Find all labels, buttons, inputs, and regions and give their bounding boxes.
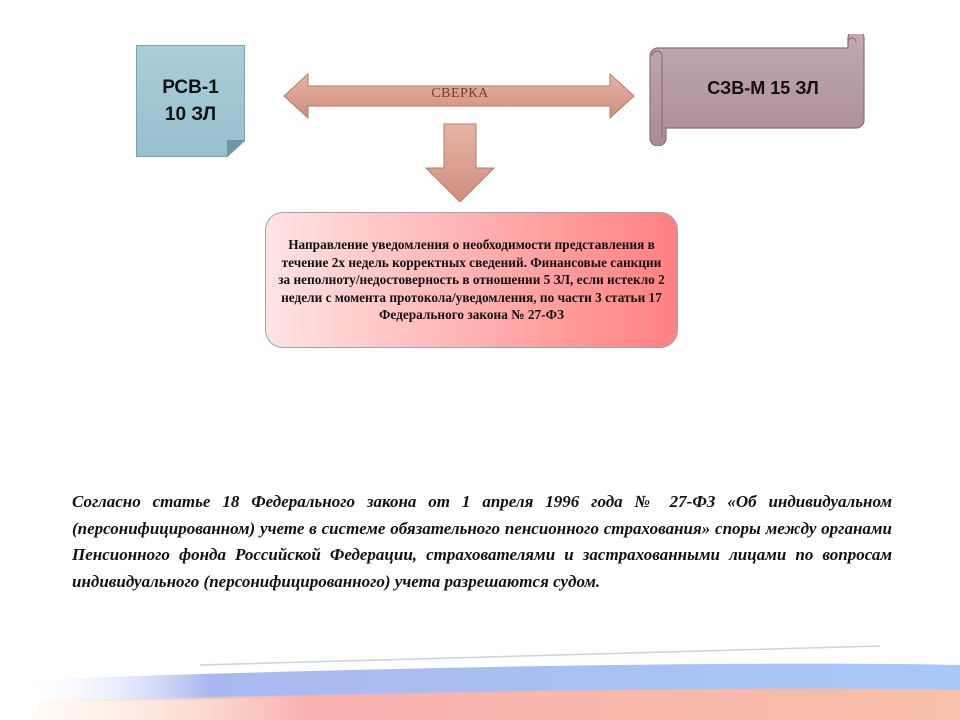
flag-swoosh-decoration [20,645,960,720]
rsv1-count: 10 ЗЛ [164,104,217,125]
rsv1-label: РСВ-1 [162,77,219,98]
rsv1-document-shape: РСВ-1 10 ЗЛ [136,45,245,157]
szvm-scroll-shape [649,34,865,146]
notification-text: Направление уведомления о необходимости … [278,237,665,323]
double-arrow-icon [283,72,635,120]
notification-box: Направление уведомления о необходимости … [265,212,678,348]
reconciliation-label: СВЕРКА [431,86,489,101]
down-arrow-icon [424,123,496,202]
reconciliation-arrows [283,72,635,202]
law-reference-paragraph: Согласно статье 18 Федерального закона о… [72,492,892,591]
szvm-label: СЗВ-М 15 ЗЛ [707,77,819,98]
